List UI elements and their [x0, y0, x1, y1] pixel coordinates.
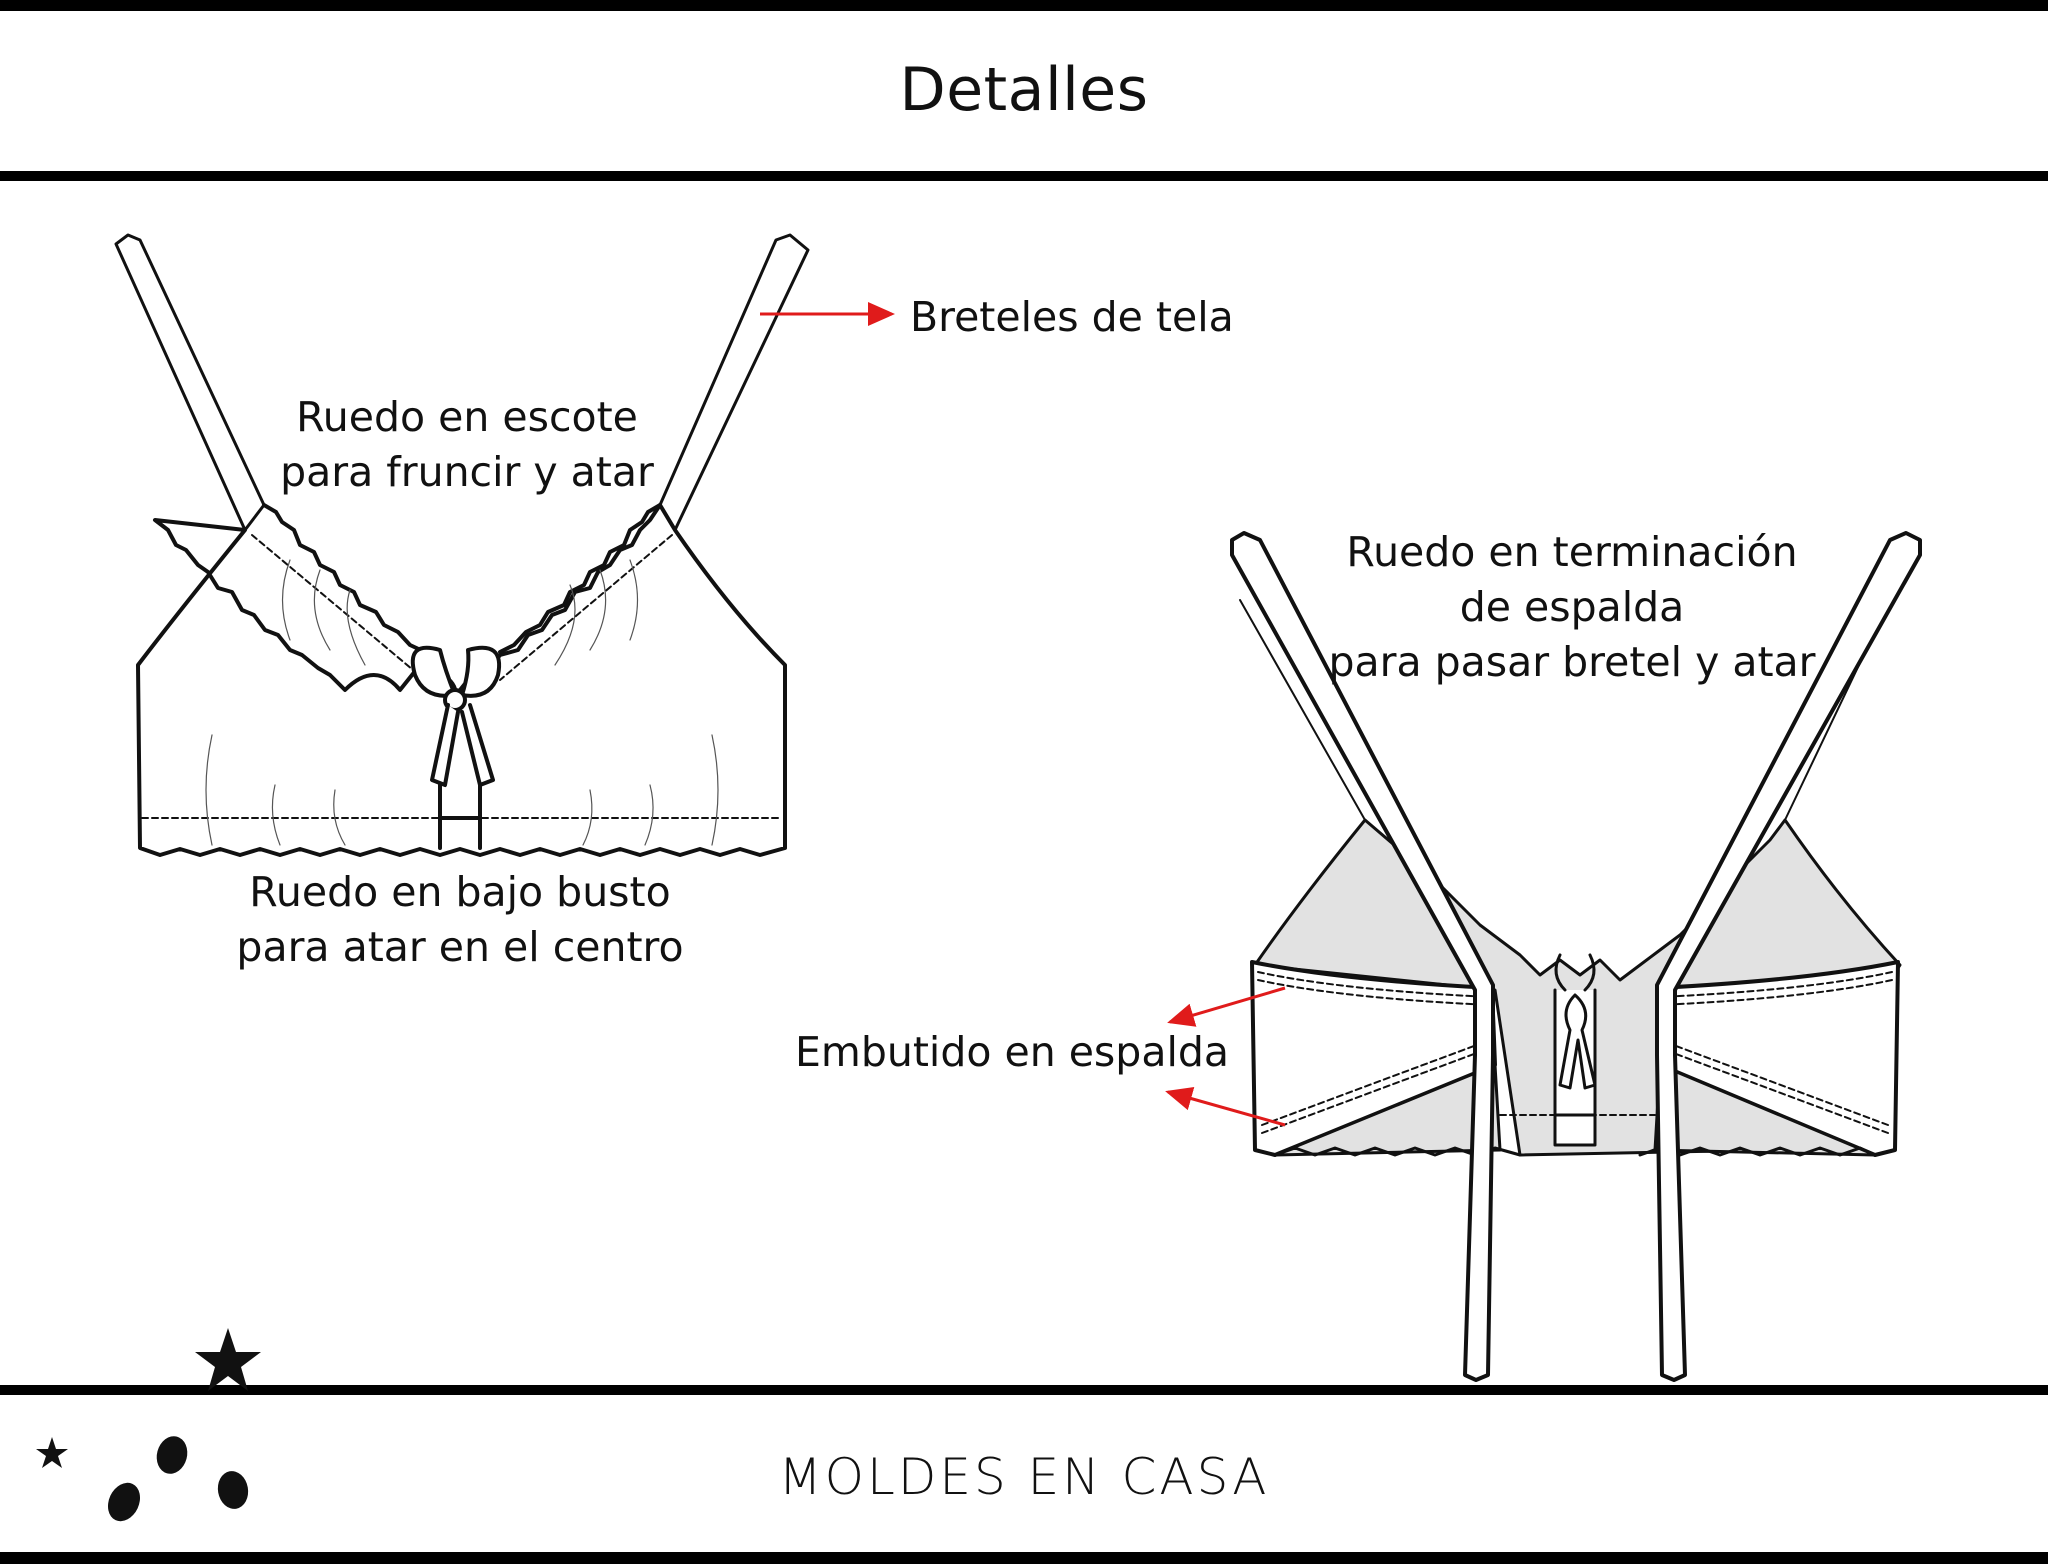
footer-divider [0, 1385, 2048, 1395]
front-strap-right [658, 233, 810, 532]
header-divider [0, 171, 2048, 181]
back-center-closure [1553, 988, 1597, 1147]
footer-decorations [36, 1328, 261, 1522]
callout-arrows [760, 302, 1286, 1127]
bottom-border [0, 1552, 2048, 1564]
arrow-embutido-bottom [1165, 1086, 1286, 1127]
footer-brand: MOLDES EN CASA [778, 1448, 1270, 1506]
label-line: de espalda [1459, 583, 1685, 631]
top-border [0, 0, 2048, 11]
label-line: Ruedo en escote [296, 393, 638, 441]
label-line: para pasar bretel y atar [1328, 638, 1816, 686]
dot-icon [217, 1471, 249, 1509]
label-line: para atar en el centro [236, 923, 684, 971]
arrow-embutido-top [1167, 986, 1286, 1027]
front-bow [410, 645, 502, 698]
front-body [136, 503, 787, 857]
front-neckline-scallop [262, 503, 427, 654]
label-embutido: Embutido en espalda [795, 1028, 1229, 1076]
star-small-icon [36, 1437, 68, 1468]
front-neckline-stitch [251, 534, 673, 681]
dot-icon [107, 1482, 141, 1522]
label-ruedo-espalda: Ruedo en terminación de espalda para pas… [1328, 525, 1815, 690]
label-line: Ruedo en terminación [1346, 528, 1798, 576]
back-casing-stitch [1257, 971, 1893, 1134]
bra-back-view [1230, 531, 1922, 1382]
label-line: para fruncir y atar [280, 448, 654, 496]
front-strap-left [114, 233, 266, 532]
page-title: Detalles [899, 55, 1149, 125]
back-strap-left [1230, 531, 1495, 1382]
bra-front-view [114, 233, 810, 857]
star-large-icon [195, 1328, 261, 1391]
dot-icon [156, 1436, 188, 1474]
label-ruedo-escote: Ruedo en escote para fruncir y atar [280, 390, 654, 500]
label-line: Ruedo en bajo busto [249, 868, 671, 916]
back-strap-right [1655, 531, 1922, 1382]
label-breteles: Breteles de tela [910, 293, 1234, 341]
label-ruedo-bajo-busto: Ruedo en bajo busto para atar en el cent… [236, 865, 683, 975]
